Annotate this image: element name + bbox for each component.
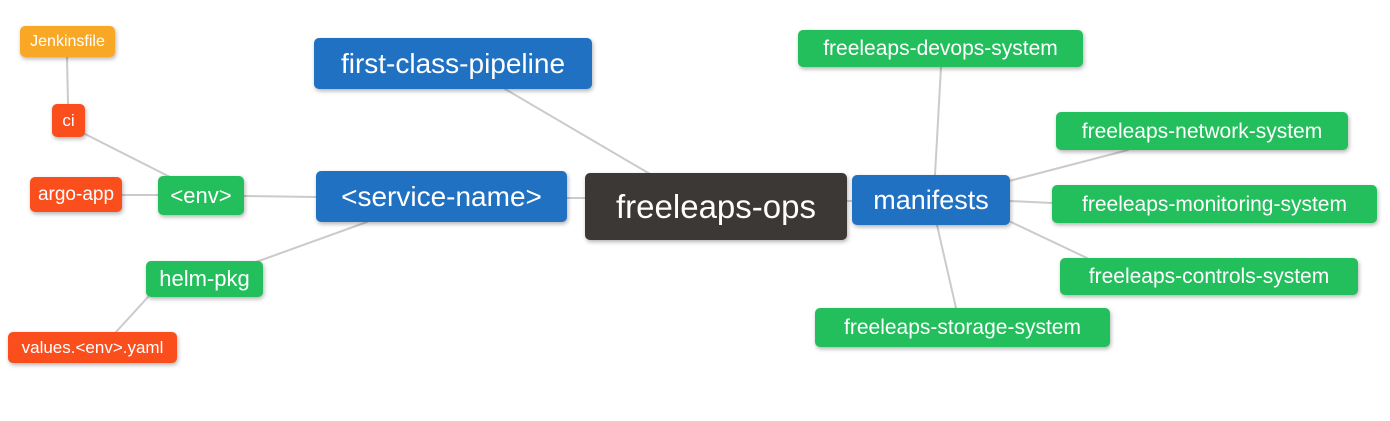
- node-freeleaps-monitoring-system[interactable]: freeleaps-monitoring-system: [1052, 185, 1377, 223]
- node-manifests[interactable]: manifests: [852, 175, 1010, 225]
- edge-manifests-to-freeleaps-network-system: [1008, 149, 1129, 182]
- node-values-env-yaml[interactable]: values.<env>.yaml: [8, 332, 177, 363]
- edge-ci-to-env: [84, 133, 171, 178]
- node-freeleaps-devops-system[interactable]: freeleaps-devops-system: [798, 30, 1083, 67]
- node-freeleaps-network-system[interactable]: freeleaps-network-system: [1056, 112, 1348, 150]
- edge-values-env-yaml-to-helm-pkg: [115, 296, 149, 333]
- node-service-name[interactable]: <service-name>: [316, 171, 567, 222]
- node-jenkinsfile[interactable]: Jenkinsfile: [20, 26, 115, 57]
- node-argo-app[interactable]: argo-app: [30, 177, 122, 212]
- node-freeleaps-storage-system[interactable]: freeleaps-storage-system: [815, 308, 1110, 347]
- edge-helm-pkg-to-service-name: [255, 221, 368, 263]
- node-freeleaps-ops[interactable]: freeleaps-ops: [585, 173, 847, 240]
- node-env[interactable]: <env>: [158, 176, 244, 215]
- edge-env-to-service-name: [243, 195, 317, 198]
- node-helm-pkg[interactable]: helm-pkg: [146, 261, 263, 297]
- edge-jenkinsfile-to-ci: [66, 56, 69, 105]
- node-ci[interactable]: ci: [52, 104, 85, 137]
- edge-manifests-to-freeleaps-controls-system: [1010, 221, 1088, 259]
- node-first-class-pipeline[interactable]: first-class-pipeline: [314, 38, 592, 89]
- edge-manifests-to-freeleaps-storage-system: [936, 224, 957, 309]
- node-freeleaps-controls-system[interactable]: freeleaps-controls-system: [1060, 258, 1358, 295]
- edge-manifests-to-freeleaps-monitoring-system: [1009, 200, 1053, 204]
- edge-first-class-pipeline-to-freeleaps-ops: [504, 88, 651, 175]
- edge-manifests-to-freeleaps-devops-system: [934, 66, 942, 176]
